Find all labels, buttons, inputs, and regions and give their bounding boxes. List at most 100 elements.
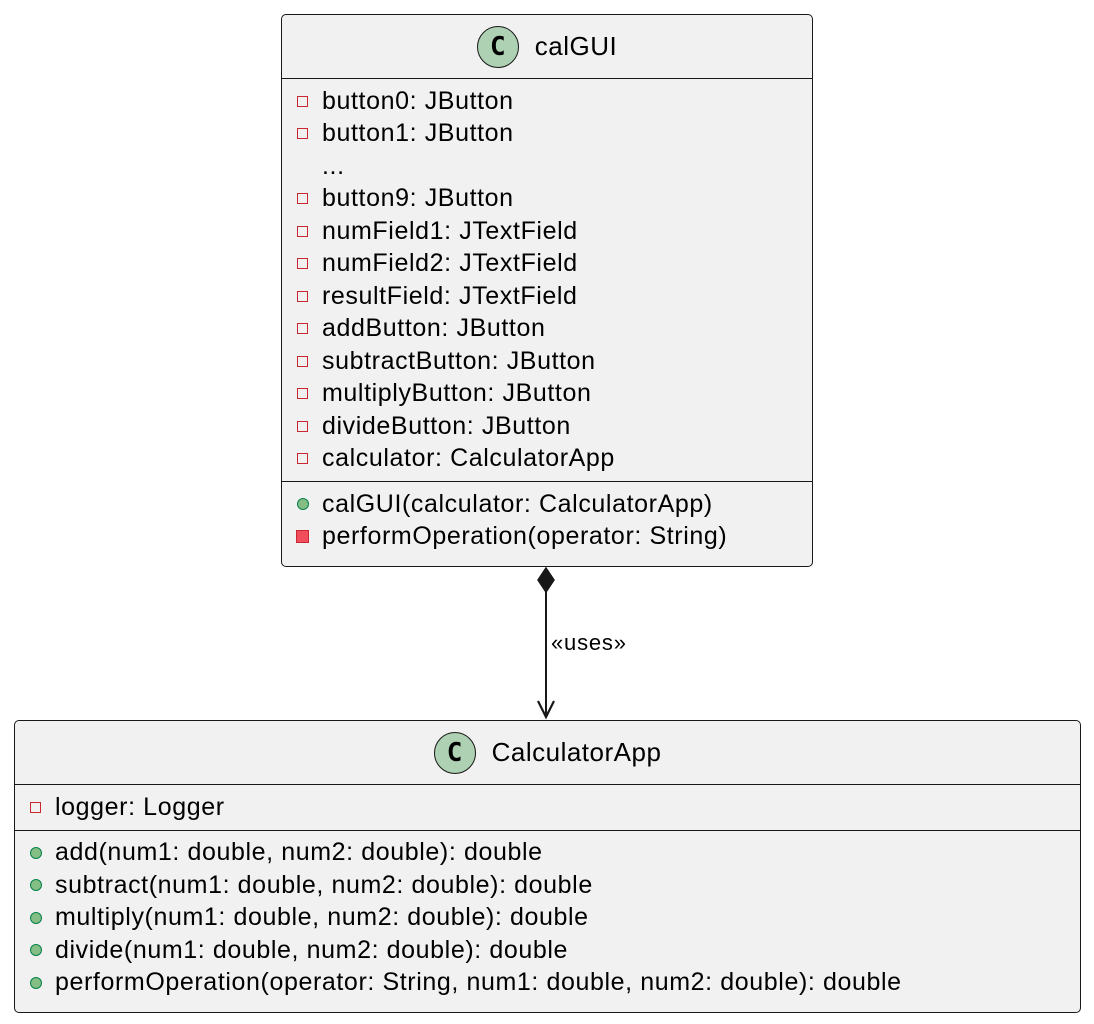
public-method-icon [30, 911, 42, 924]
field-row: button1: JButton [296, 118, 812, 151]
field-row: divideButton: JButton [296, 410, 812, 443]
field-text: divideButton: JButton [322, 411, 571, 440]
visibility-marker [29, 837, 55, 869]
field-text: ... [322, 151, 345, 180]
method-row: divide(num1: double, num2: double): doub… [29, 934, 1080, 967]
divider [282, 78, 812, 79]
field-text: logger: Logger [55, 792, 225, 821]
field-row: resultField: JTextField [296, 280, 812, 313]
field-row: numField1: JTextField [296, 215, 812, 248]
visibility-marker [296, 280, 322, 312]
field-text: multiplyButton: JButton [322, 379, 592, 408]
private-field-icon [297, 290, 308, 302]
relationship-label: «uses» [551, 630, 627, 655]
class-header: C CalculatorApp [15, 721, 1080, 784]
private-field-icon [30, 801, 41, 813]
field-text: subtractButton: JButton [322, 346, 596, 375]
visibility-marker [296, 410, 322, 442]
private-field-icon [297, 388, 308, 400]
field-list: button0: JButton button1: JButton... butto… [282, 79, 812, 481]
private-field-icon [297, 420, 308, 432]
visibility-marker [296, 443, 322, 475]
private-field-icon [297, 128, 308, 140]
public-method-icon [30, 846, 42, 859]
field-row: button0: JButton [296, 85, 812, 118]
field-text: button0: JButton [322, 86, 514, 115]
class-icon-letter: C [446, 737, 463, 768]
field-row: addButton: JButton [296, 313, 812, 346]
field-row: logger: Logger [29, 791, 1080, 824]
private-field-icon [297, 193, 308, 205]
divider [282, 481, 812, 482]
visibility-marker [296, 521, 322, 553]
field-text: addButton: JButton [322, 314, 546, 343]
method-row: performOperation(operator: String) [296, 521, 812, 554]
method-text: divide(num1: double, num2: double): doub… [55, 935, 569, 964]
method-row: subtract(num1: double, num2: double): do… [29, 869, 1080, 902]
visibility-marker [296, 85, 322, 117]
field-text: calculator: CalculatorApp [322, 444, 615, 473]
divider [15, 829, 1080, 831]
class-c-icon: C [476, 25, 519, 68]
private-field-icon [297, 453, 308, 465]
field-text: button9: JButton [322, 184, 514, 213]
class-name: calGUI [534, 31, 618, 61]
field-row: multiplyButton: JButton [296, 378, 812, 411]
field-row: ... [296, 150, 812, 183]
method-list: add(num1: double, num2: double): double s… [15, 831, 1080, 1006]
method-row: multiply(num1: double, num2: double): do… [29, 902, 1080, 935]
visibility-marker [296, 183, 322, 215]
private-method-icon [296, 530, 309, 544]
visibility-marker [296, 313, 322, 345]
visibility-marker [29, 967, 55, 999]
private-field-icon [297, 355, 308, 367]
private-field-icon [297, 258, 308, 270]
method-text: performOperation(operator: String) [322, 522, 728, 551]
public-method-icon [297, 498, 309, 511]
visibility-marker [29, 934, 55, 966]
field-text: resultField: JTextField [322, 281, 578, 310]
method-list: calGUI(calculator: CalculatorApp) perform… [282, 482, 812, 559]
public-method-icon [30, 944, 42, 957]
private-field-icon [297, 225, 308, 237]
field-row: subtractButton: JButton [296, 345, 812, 378]
method-row: add(num1: double, num2: double): double [29, 837, 1080, 870]
visibility-marker [296, 118, 322, 150]
private-field-icon [297, 95, 308, 107]
class-c-icon: C [433, 731, 476, 774]
arrowhead-icon [537, 700, 555, 720]
method-text: multiply(num1: double, num2: double): do… [55, 903, 589, 932]
class-box-calgui: C calGUI button0: JButton button1: JButto… [281, 14, 813, 567]
visibility-marker [296, 345, 322, 377]
method-text: subtract(num1: double, num2: double): do… [55, 870, 593, 899]
method-row: calGUI(calculator: CalculatorApp) [296, 488, 812, 521]
private-field-icon [297, 323, 308, 335]
class-header: C calGUI [282, 15, 812, 78]
field-row: calculator: CalculatorApp [296, 443, 812, 476]
visibility-marker [296, 378, 322, 410]
field-row: numField2: JTextField [296, 248, 812, 281]
divider [15, 784, 1080, 785]
method-text: calGUI(calculator: CalculatorApp) [322, 489, 713, 518]
method-text: performOperation(operator: String, num1:… [55, 968, 902, 997]
method-text: add(num1: double, num2: double): double [55, 838, 543, 867]
visibility-marker [296, 488, 322, 520]
visibility-marker [296, 248, 322, 280]
composition-diamond-icon [537, 566, 555, 594]
public-method-icon [30, 976, 42, 989]
class-box-calculatorapp: C CalculatorApp logger: Logger add(num1:… [14, 720, 1081, 1013]
field-text: numField1: JTextField [322, 216, 578, 245]
field-row: button9: JButton [296, 183, 812, 216]
class-icon-letter: C [489, 31, 506, 62]
visibility-marker [296, 215, 322, 247]
visibility-marker [29, 902, 55, 934]
public-method-icon [30, 879, 42, 892]
field-text: button1: JButton [322, 119, 514, 148]
visibility-marker [29, 869, 55, 901]
class-name: CalculatorApp [491, 737, 662, 767]
visibility-marker [29, 791, 55, 823]
field-text: numField2: JTextField [322, 249, 578, 278]
method-row: performOperation(operator: String, num1:… [29, 967, 1080, 1000]
field-list: logger: Logger [15, 785, 1080, 830]
